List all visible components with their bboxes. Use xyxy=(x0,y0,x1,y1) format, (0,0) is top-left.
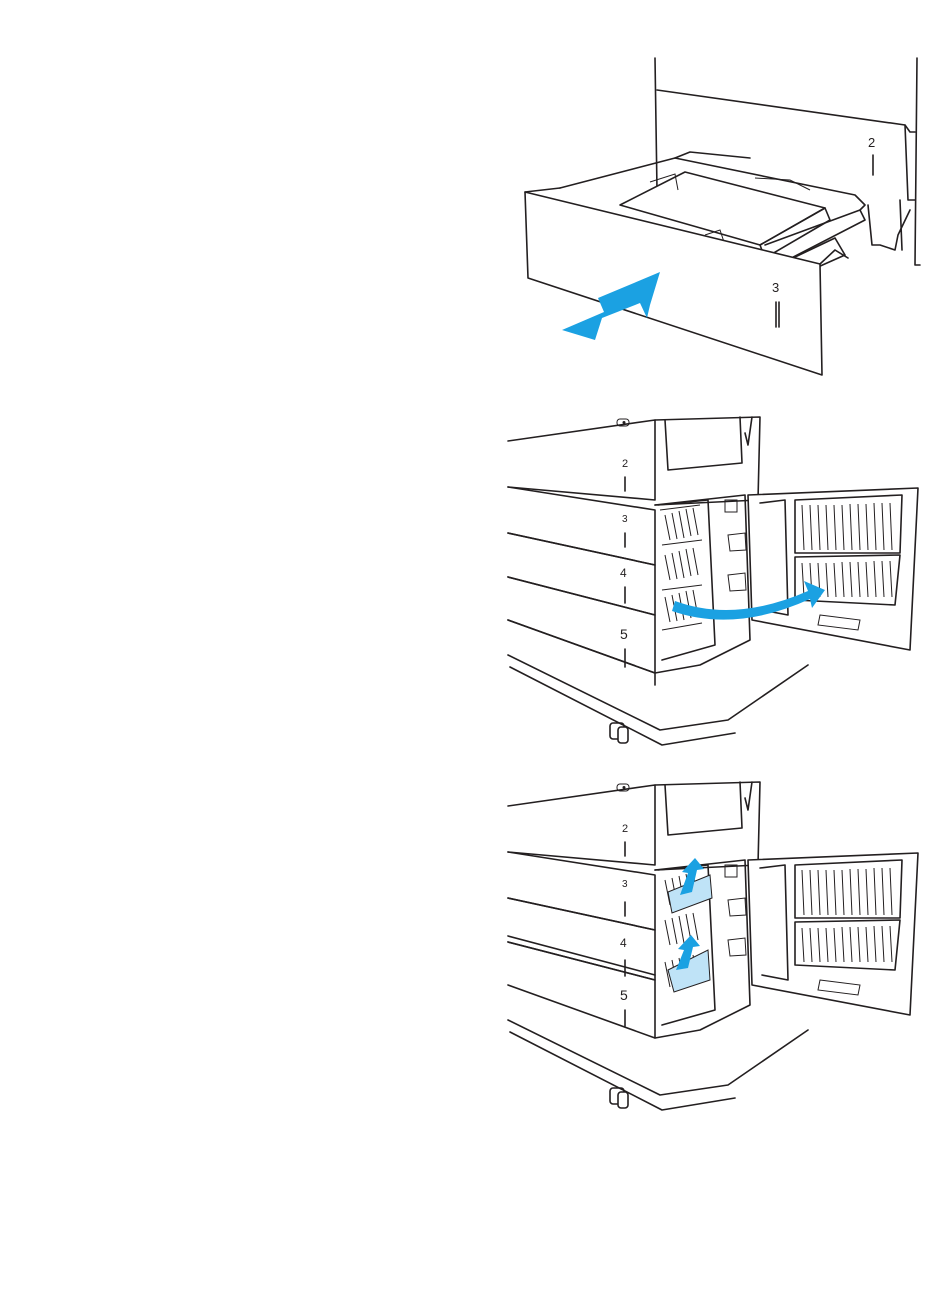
tray-3-label: 3 xyxy=(772,280,779,295)
printer-right-door-illustration: 2 3 4 5 xyxy=(490,405,940,765)
tray-4-label: 4 xyxy=(620,566,627,580)
figure-open-right-door: 2 3 4 5 xyxy=(490,405,940,765)
tray-5-label: 5 xyxy=(620,626,628,642)
tray-2-label: 2 xyxy=(622,823,628,835)
tray-3-label: 3 xyxy=(622,514,628,525)
tray-2-label: 2 xyxy=(868,135,875,150)
printer-tray-illustration: 2 3 xyxy=(500,40,940,390)
tray-4-label: 4 xyxy=(620,936,627,950)
tray-3-label: 3 xyxy=(622,879,628,890)
tray-5-label: 5 xyxy=(620,987,628,1003)
printer-jam-removal-illustration: 2 3 4 5 xyxy=(490,770,940,1130)
tray-2-label: 2 xyxy=(622,458,628,470)
figure-remove-jammed-paper: 2 3 4 5 xyxy=(490,770,940,1130)
figure-insert-tray: 2 3 xyxy=(500,40,940,390)
